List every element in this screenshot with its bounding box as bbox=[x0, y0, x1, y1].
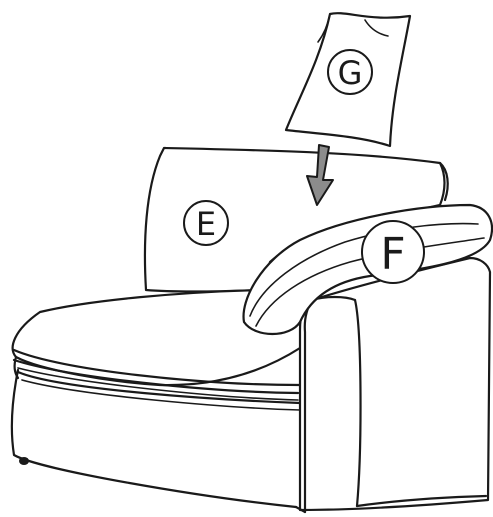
label-g-text: G bbox=[338, 54, 363, 92]
label-g: G bbox=[328, 50, 372, 94]
label-f: F bbox=[362, 221, 424, 283]
front-left-foot bbox=[19, 457, 29, 465]
label-e: E bbox=[184, 201, 228, 245]
sofa-arm bbox=[296, 258, 490, 512]
label-f-text: F bbox=[380, 229, 405, 280]
label-e-text: E bbox=[196, 205, 216, 243]
